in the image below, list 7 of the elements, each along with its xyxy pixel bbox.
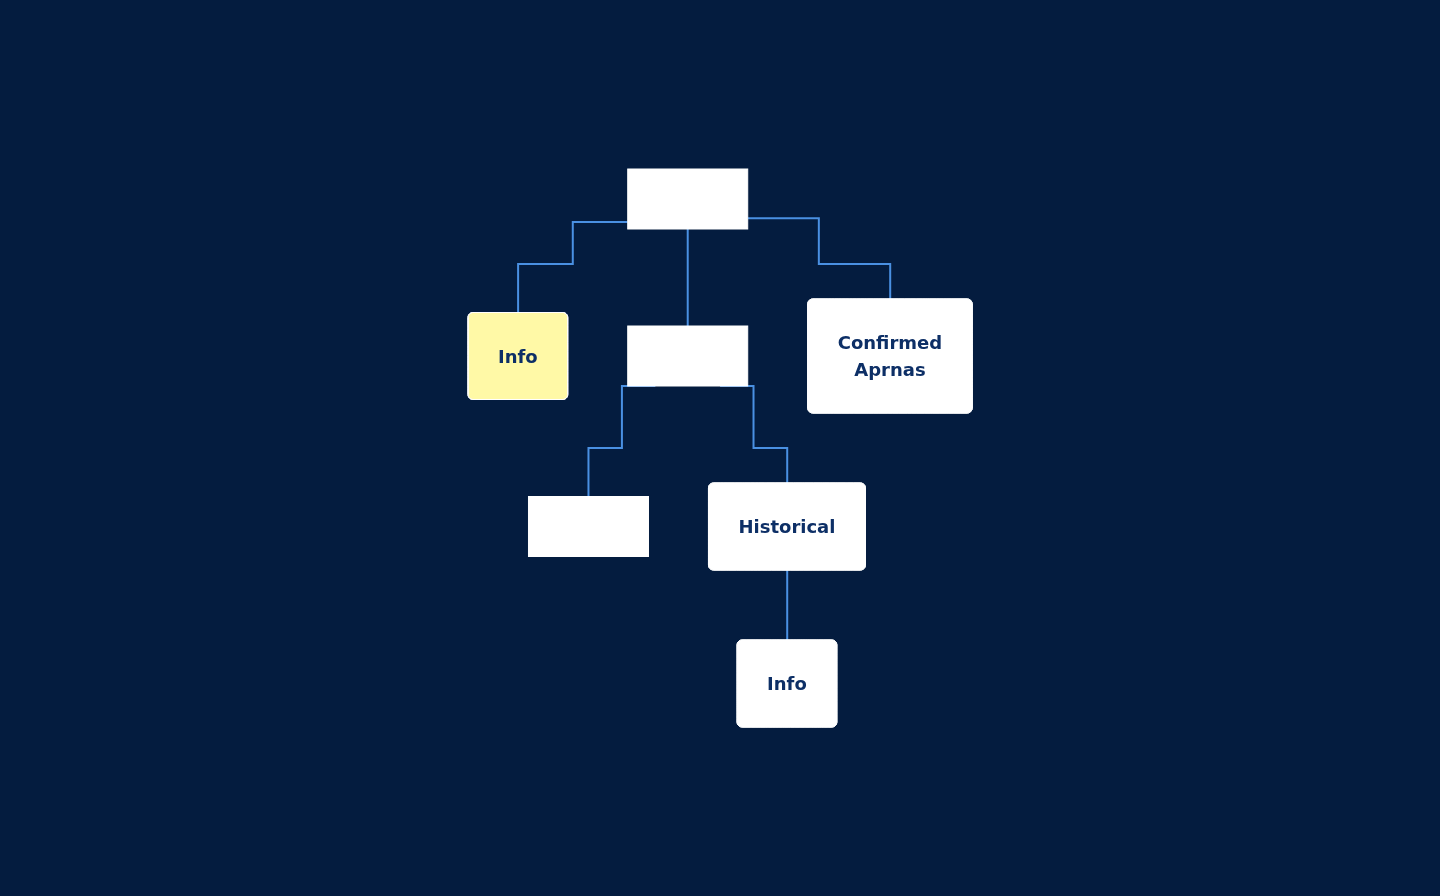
connector — [686, 228, 689, 327]
node-box — [527, 496, 649, 557]
connector — [786, 569, 789, 642]
node-box — [627, 325, 749, 387]
connector — [746, 217, 892, 301]
connector — [517, 220, 629, 314]
node-box — [627, 168, 749, 230]
